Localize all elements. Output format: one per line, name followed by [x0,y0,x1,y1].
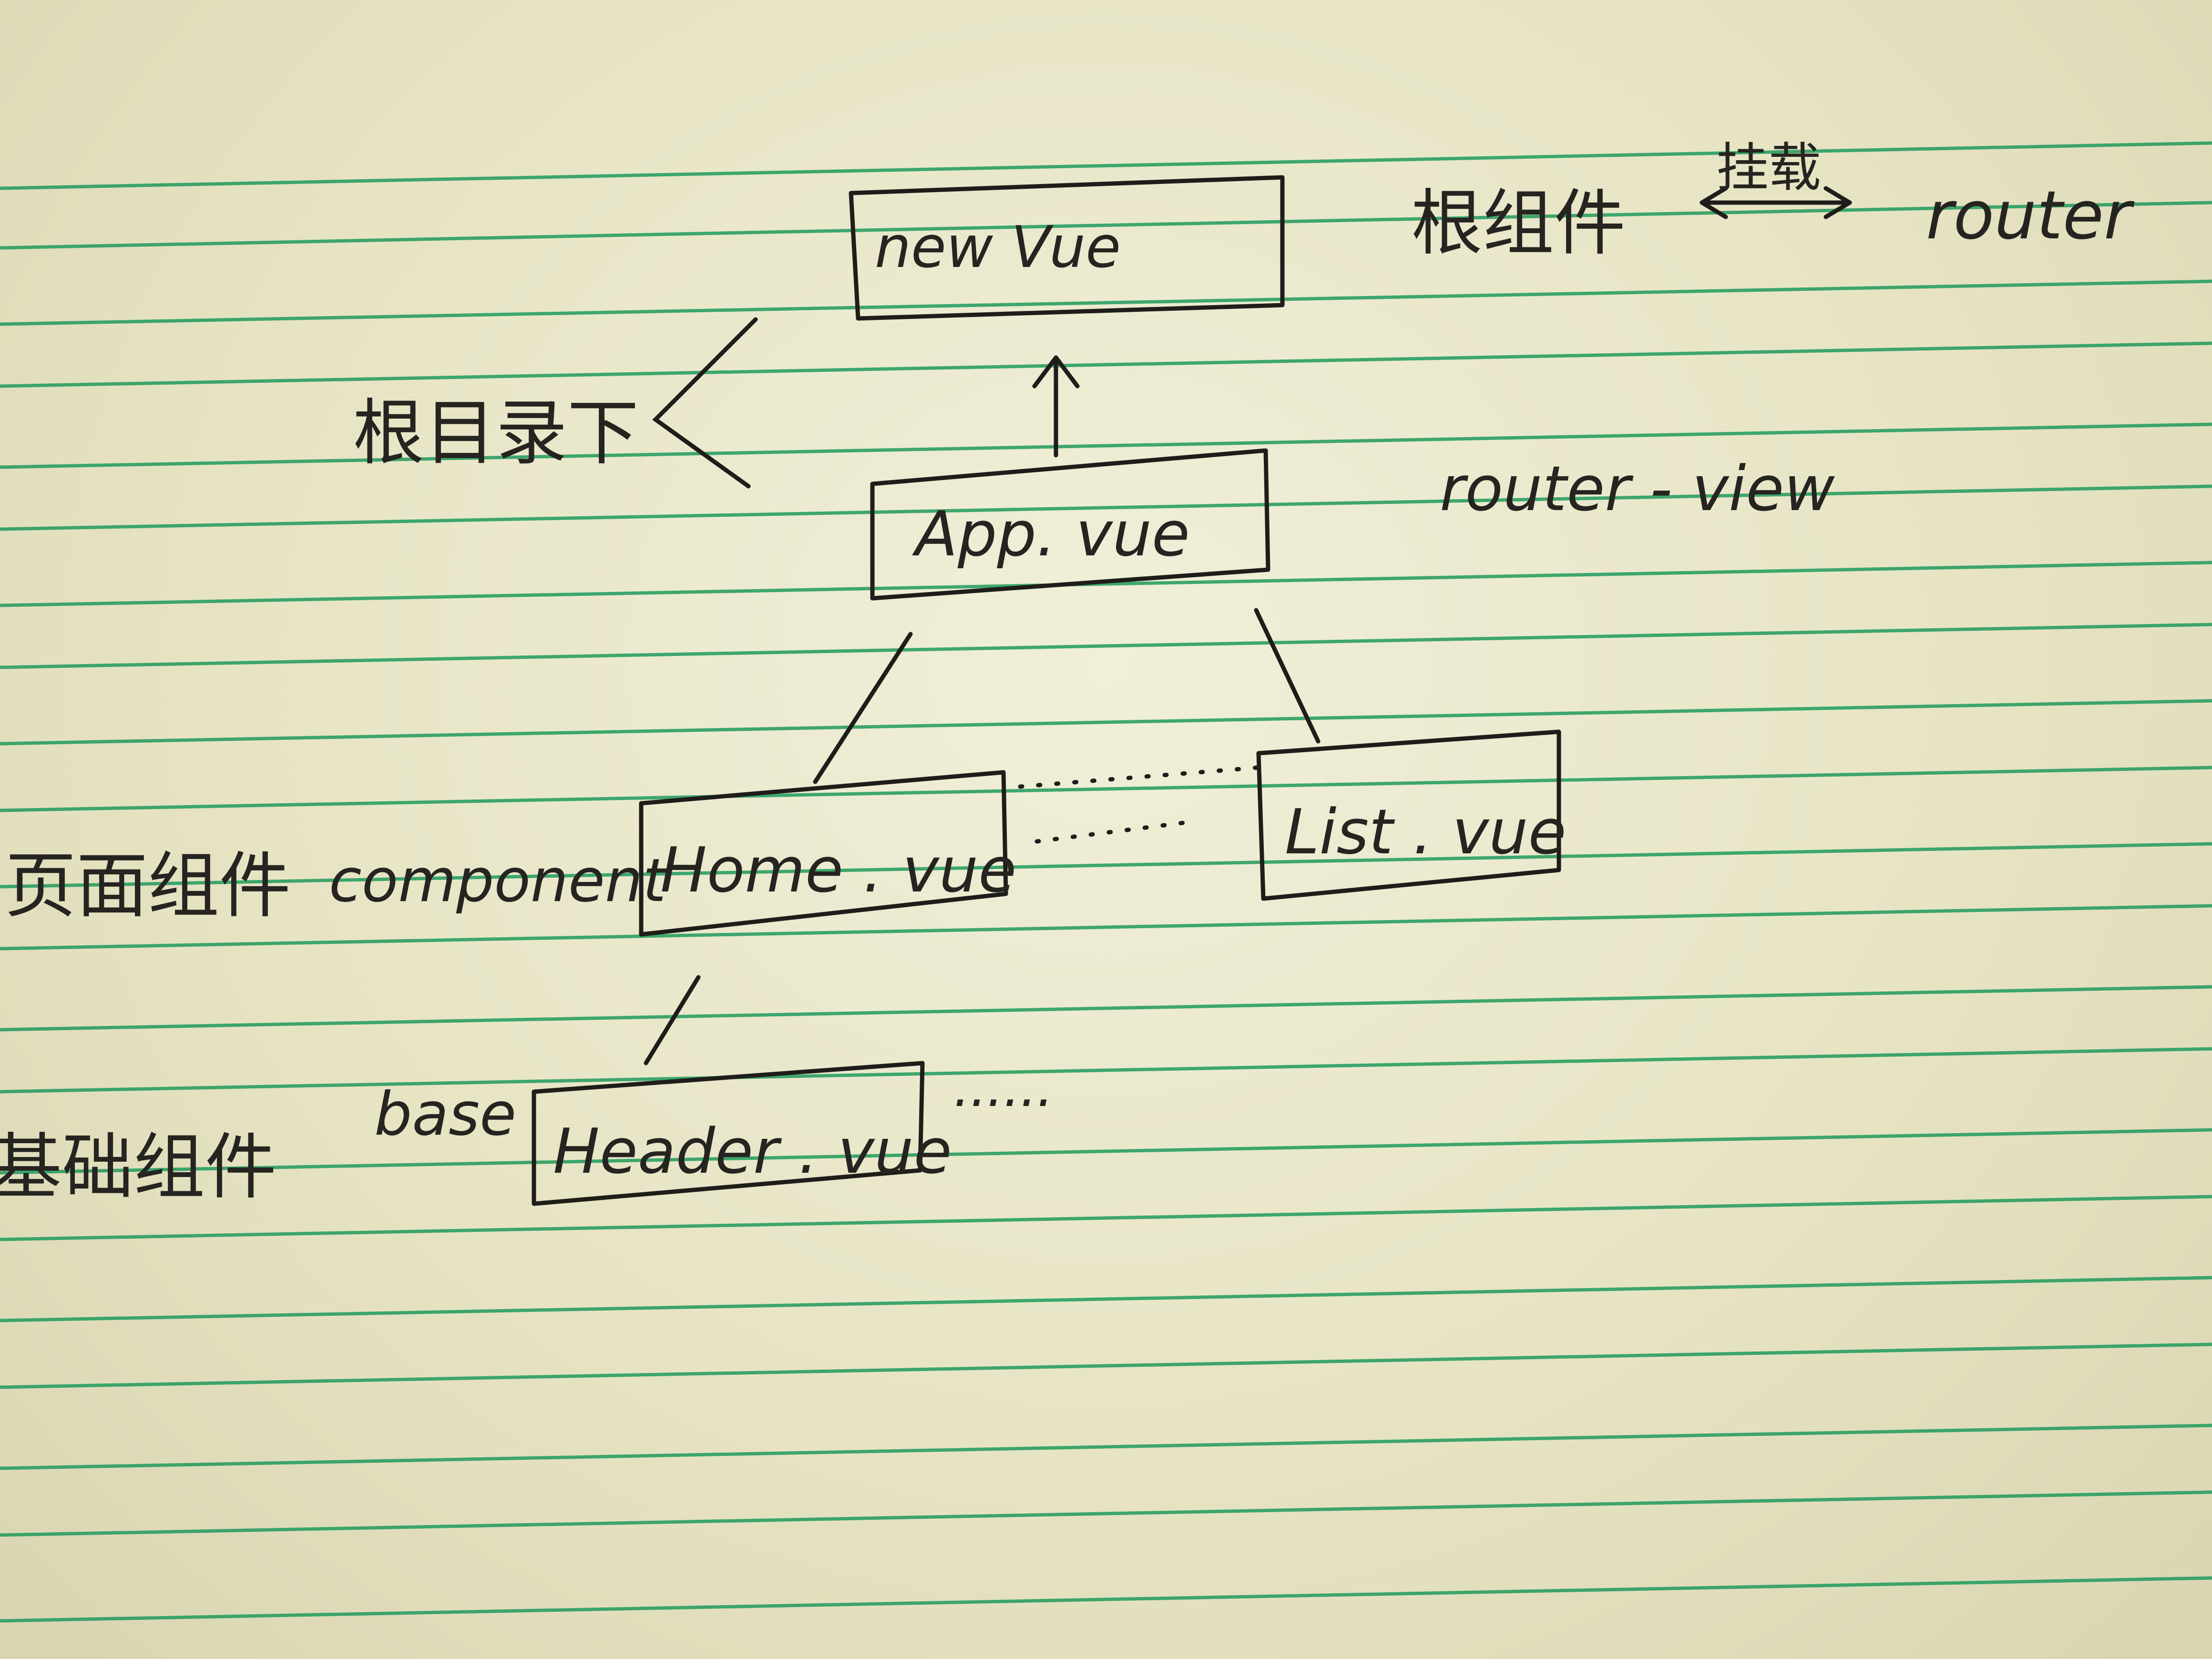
root-component-label: 根组件 [1411,182,1626,265]
base-label: base [374,1080,516,1149]
new-vue-node: new Vue [849,175,1285,321]
header-vue-label: Header . vue [553,1115,952,1188]
app-to-root-arrow [1032,355,1080,458]
home-list-dots-top [1018,765,1261,789]
new-vue-label: new Vue [875,215,1121,281]
base-component-label: 基础组件 [0,1126,276,1209]
app-vue-label: App. vue [912,498,1190,570]
home-vue-node: Home . vue [639,770,1016,937]
list-vue-label: List . vue [1285,796,1567,868]
app-to-list-line [1254,608,1321,744]
list-vue-node: List . vue [1256,729,1567,901]
binding-arrow [1700,186,1852,219]
app-vue-node: App. vue [870,448,1270,601]
app-to-home-line [813,632,913,784]
router-view-label: router - view [1440,452,1835,525]
notebook-ruling [0,141,2212,1623]
header-vue-node: Header . vue [532,1061,952,1206]
router-label: router [1926,177,2135,255]
root-dir-bracket [652,317,758,489]
home-vue-label: Home . vue [660,834,1016,906]
component-label: component [329,846,668,915]
root-dir-label: 根目录下 [353,392,639,475]
home-list-dots-bottom [1034,820,1189,844]
home-to-header-line [644,975,701,1065]
page-component-label: 页面组件 [5,845,291,928]
binding-label: 挂载 [1716,137,1821,198]
header-ellipsis: ...... [953,1057,1054,1118]
